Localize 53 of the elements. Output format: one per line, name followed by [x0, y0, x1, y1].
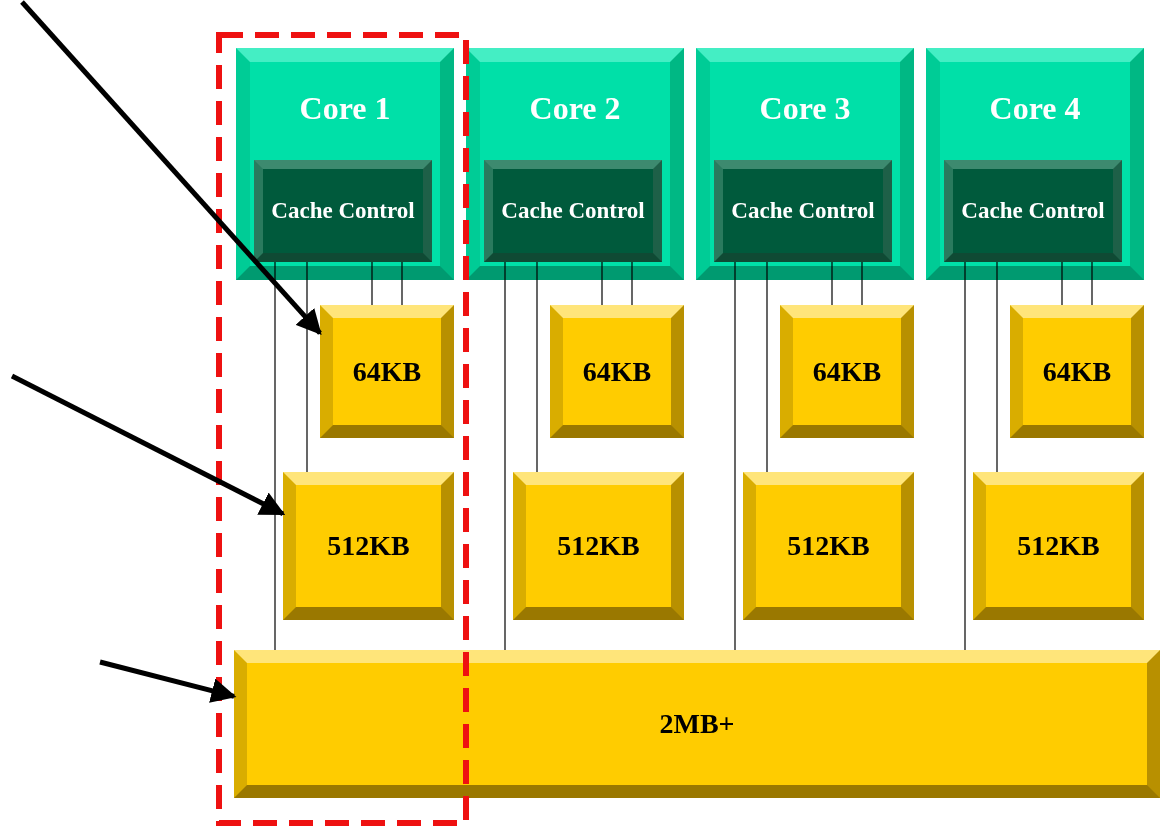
cache-memory-box [283, 472, 454, 620]
arrow [99, 659, 237, 703]
connector-line [371, 261, 373, 306]
connector-line [1061, 261, 1063, 306]
connector-line [861, 261, 863, 306]
cache-memory-box [743, 472, 914, 620]
connector-line [734, 261, 736, 651]
core-box [236, 48, 454, 280]
box-label: 512KB [1017, 530, 1100, 562]
core-box [466, 48, 684, 280]
connector-line [401, 261, 403, 306]
box-label: 512KB [327, 530, 410, 562]
core-box [696, 48, 914, 280]
cache-control-box [714, 160, 892, 262]
cache-memory-box [973, 472, 1144, 620]
cache-control-box [254, 160, 432, 262]
box-label: Core 2 [529, 90, 621, 127]
cache-memory-box [1010, 305, 1144, 438]
core-box [926, 48, 1144, 280]
cache-memory-box [780, 305, 914, 438]
box-label: 64KB [352, 355, 422, 388]
cache-control-box [484, 160, 662, 262]
cache-memory-box [320, 305, 454, 438]
box-label: Core 1 [299, 90, 391, 127]
connector-line [831, 261, 833, 306]
cache-memory-box [550, 305, 684, 438]
box-label: 512KB [557, 530, 640, 562]
box-label: Cache Control [961, 197, 1105, 226]
box-label: Core 3 [759, 90, 851, 127]
box-label: Cache Control [501, 197, 645, 226]
connector-line [306, 261, 308, 473]
connector-line [1091, 261, 1093, 306]
connector-line [996, 261, 998, 473]
box-label: 64KB [812, 355, 882, 388]
connector-line [964, 261, 966, 651]
arrow [20, 0, 322, 335]
shared-cache-box [234, 650, 1160, 798]
cache-memory-box [513, 472, 684, 620]
connector-line [504, 261, 506, 651]
box-label: 2MB+ [659, 708, 735, 740]
box-label: 512KB [787, 530, 870, 562]
box-label: Core 4 [989, 90, 1081, 127]
connector-line [536, 261, 538, 473]
box-label: Cache Control [271, 197, 415, 226]
connector-line [601, 261, 603, 306]
box-label: Cache Control [731, 197, 875, 226]
box-label: 64KB [582, 355, 652, 388]
box-label: 64KB [1042, 355, 1112, 388]
connector-line [766, 261, 768, 473]
connector-line [274, 261, 276, 651]
arrow [10, 373, 286, 517]
cache-control-box [944, 160, 1122, 262]
connector-line [631, 261, 633, 306]
